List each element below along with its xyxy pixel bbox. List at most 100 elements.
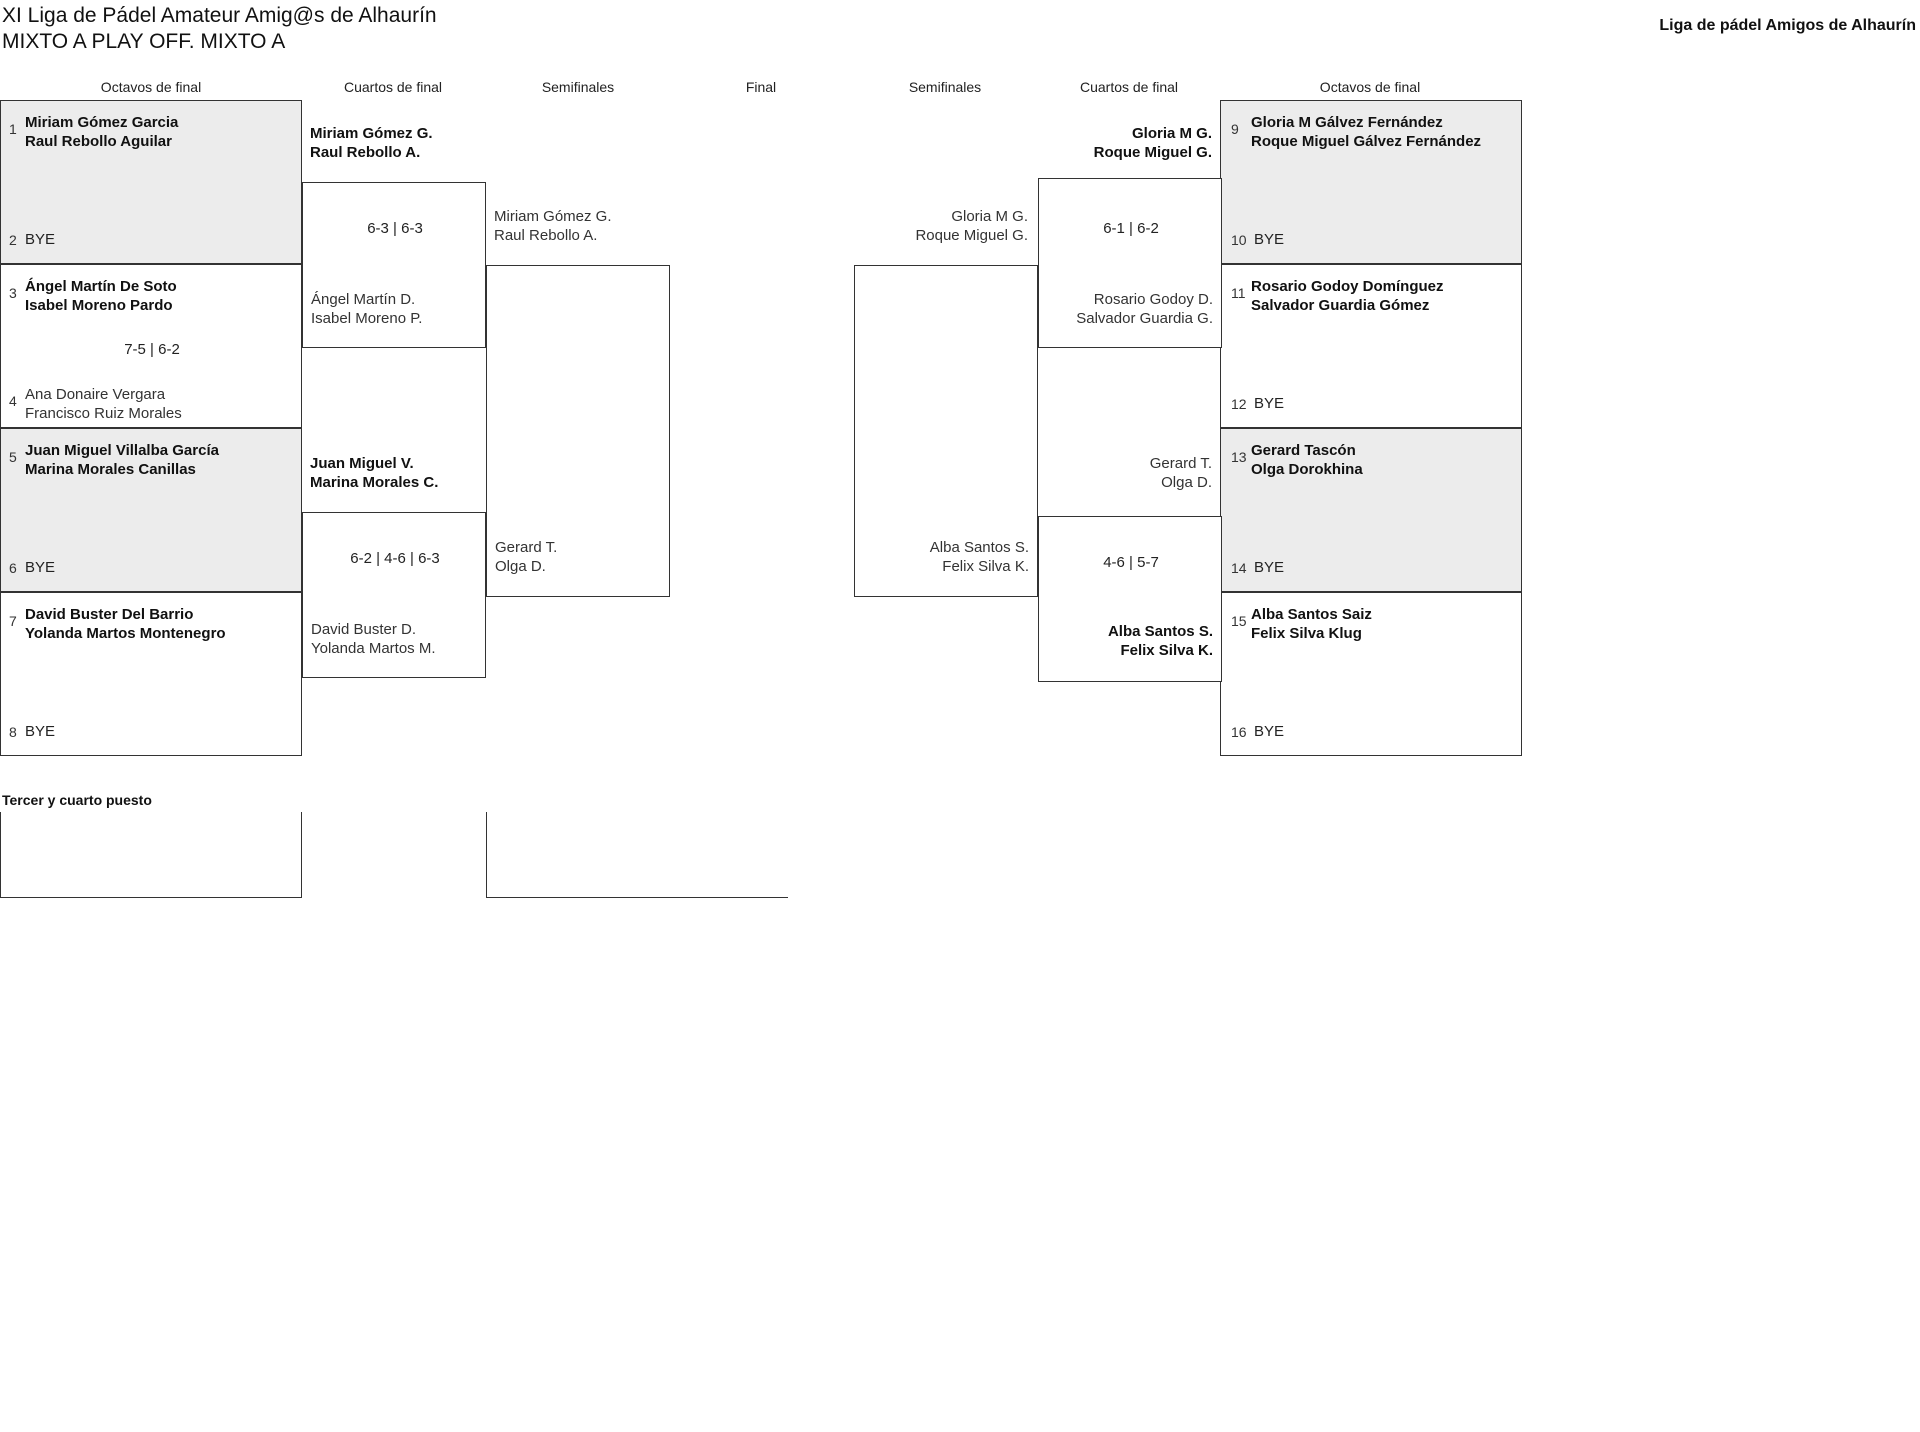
round-label-left-qf: Cuartos de final (343, 79, 443, 95)
sf-player-name: Olga D. (495, 558, 546, 575)
seed-number: 11 (1231, 285, 1246, 301)
match-score: 6-3 | 6-3 (367, 220, 423, 237)
qf-player-name: Rosario Godoy D. (1093, 291, 1213, 308)
seed-number: 6 (9, 560, 17, 576)
seed-number: 14 (1231, 560, 1247, 576)
player-name: Alba Santos Saiz (1251, 606, 1372, 623)
sf-player-name: Miriam Gómez G. (494, 208, 612, 225)
player-name: Ana Donaire Vergara (25, 386, 166, 403)
round-label-left-sf: Semifinales (541, 79, 615, 95)
seed-number: 15 (1231, 613, 1247, 629)
player-name: Francisco Ruiz Morales (25, 405, 182, 422)
bye-label: BYE (1254, 231, 1285, 248)
seed-number: 2 (9, 232, 17, 248)
match-box-right-qf-2[interactable]: 4-6 | 5-7 Alba Santos S. Felix Silva K. (1038, 516, 1222, 682)
qf-player-name: Marina Morales C. (310, 474, 439, 491)
third-place-left-right-edge (301, 812, 302, 898)
match-box-left-r16-4[interactable]: 7 David Buster Del Barrio Yolanda Martos… (0, 592, 302, 756)
bye-label: BYE (25, 231, 56, 248)
seed-number: 3 (9, 285, 17, 301)
qf-player-name: Juan Miguel V. (310, 455, 414, 472)
sf-player-name: Felix Silva K. (942, 558, 1029, 575)
brand-label: Liga de pádel Amigos de Alhaurín (1659, 17, 1916, 34)
match-score: 6-1 | 6-2 (1103, 220, 1159, 237)
seed-number: 16 (1231, 724, 1247, 740)
third-place-label: Tercer y cuarto puesto (2, 792, 152, 808)
page-title-line1: XI Liga de Pádel Amateur Amig@s de Alhau… (2, 4, 437, 27)
seed-number: 9 (1231, 121, 1239, 137)
match-score: 7-5 | 6-2 (124, 341, 180, 358)
round-label-right-qf: Cuartos de final (1079, 79, 1179, 95)
player-name: Juan Miguel Villalba García (25, 442, 219, 459)
qf-player-name: Miriam Gómez G. (310, 125, 433, 142)
match-box-right-sf[interactable]: Alba Santos S. Felix Silva K. (854, 265, 1038, 597)
qf-player-name: Raul Rebollo A. (310, 144, 421, 161)
match-box-left-r16-3[interactable]: 5 Juan Miguel Villalba García Marina Mor… (0, 428, 302, 592)
match-box-right-r16-4[interactable]: 15 Alba Santos Saiz Felix Silva Klug 16 … (1220, 592, 1522, 756)
sf-player-name: Gloria M G. (951, 208, 1028, 225)
qf-player-name: David Buster D. (311, 621, 417, 638)
match-box-right-r16-1[interactable]: 9 Gloria M Gálvez Fernández Roque Miguel… (1220, 100, 1522, 264)
bye-label: BYE (25, 559, 56, 576)
player-name: Gloria M Gálvez Fernández (1251, 114, 1443, 131)
player-name: Miriam Gómez Garcia (25, 114, 179, 131)
round-label-right-sf: Semifinales (908, 79, 982, 95)
third-place-right-bottom (486, 897, 788, 898)
seed-number: 10 (1231, 232, 1247, 248)
player-name: Roque Miguel Gálvez Fernández (1251, 133, 1482, 150)
match-box-right-r16-2[interactable]: 11 Rosario Godoy Domínguez Salvador Guar… (1220, 264, 1522, 428)
match-box-right-qf-1[interactable]: 6-1 | 6-2 Rosario Godoy D. Salvador Guar… (1038, 178, 1222, 348)
match-box-left-r16-2[interactable]: 3 Ángel Martín De Soto Isabel Moreno Par… (0, 264, 302, 428)
match-box-left-qf-1[interactable]: 6-3 | 6-3 Ángel Martín D. Isabel Moreno … (302, 182, 486, 348)
match-box-left-qf-2[interactable]: 6-2 | 4-6 | 6-3 David Buster D. Yolanda … (302, 512, 486, 678)
player-name: Salvador Guardia Gómez (1251, 297, 1430, 314)
qf-player-name: Isabel Moreno P. (311, 310, 423, 327)
seed-number: 13 (1231, 449, 1247, 465)
qf-player-name: Roque Miguel G. (1093, 144, 1212, 161)
player-name: David Buster Del Barrio (25, 606, 194, 623)
player-name: Felix Silva Klug (1251, 625, 1362, 642)
third-place-right-left-edge (486, 812, 487, 898)
bye-label: BYE (1254, 723, 1285, 740)
sf-player-name: Alba Santos S. (929, 539, 1029, 556)
qf-player-name: Felix Silva K. (1120, 642, 1213, 659)
qf-player-name: Gerard T. (1149, 455, 1212, 472)
player-name: Isabel Moreno Pardo (25, 297, 173, 314)
third-place-left-bottom (0, 897, 302, 898)
seed-number: 8 (9, 724, 17, 740)
sf-player-name: Roque Miguel G. (915, 227, 1028, 244)
bye-label: BYE (25, 723, 56, 740)
match-box-right-r16-3[interactable]: 13 Gerard Tascón Olga Dorokhina 14 BYE (1220, 428, 1522, 592)
match-box-left-sf[interactable]: Gerard T. Olga D. (486, 265, 670, 597)
player-name: Yolanda Martos Montenegro (25, 625, 226, 642)
page-title-line2: MIXTO A PLAY OFF. MIXTO A (2, 30, 286, 53)
seed-number: 7 (9, 613, 17, 629)
match-box-left-r16-1[interactable]: 1 Miriam Gómez Garcia Raul Rebollo Aguil… (0, 100, 302, 264)
player-name: Marina Morales Canillas (25, 461, 196, 478)
player-name: Ángel Martín De Soto (25, 278, 177, 295)
qf-player-name: Gloria M G. (1131, 125, 1212, 142)
round-label-left-r16: Octavos de final (100, 79, 202, 95)
player-name: Rosario Godoy Domínguez (1251, 278, 1444, 295)
qf-player-name: Alba Santos S. (1107, 623, 1213, 640)
player-name: Raul Rebollo Aguilar (25, 133, 172, 150)
seed-number: 12 (1231, 396, 1247, 412)
player-name: Gerard Tascón (1251, 442, 1356, 459)
qf-player-name: Salvador Guardia G. (1076, 310, 1213, 327)
bye-label: BYE (1254, 559, 1285, 576)
round-label-final: Final (745, 79, 777, 95)
player-name: Olga Dorokhina (1251, 461, 1363, 478)
qf-player-name: Olga D. (1161, 474, 1212, 491)
match-score: 6-2 | 4-6 | 6-3 (350, 550, 440, 567)
sf-player-name: Gerard T. (495, 539, 558, 556)
bye-label: BYE (1254, 395, 1285, 412)
match-score: 4-6 | 5-7 (1103, 554, 1159, 571)
qf-player-name: Ángel Martín D. (311, 291, 416, 308)
seed-number: 5 (9, 449, 17, 465)
qf-player-name: Yolanda Martos M. (311, 640, 436, 657)
sf-player-name: Raul Rebollo A. (494, 227, 598, 244)
seed-number: 4 (9, 393, 17, 409)
third-place-left-edge (0, 812, 1, 898)
round-label-right-r16: Octavos de final (1319, 79, 1421, 95)
